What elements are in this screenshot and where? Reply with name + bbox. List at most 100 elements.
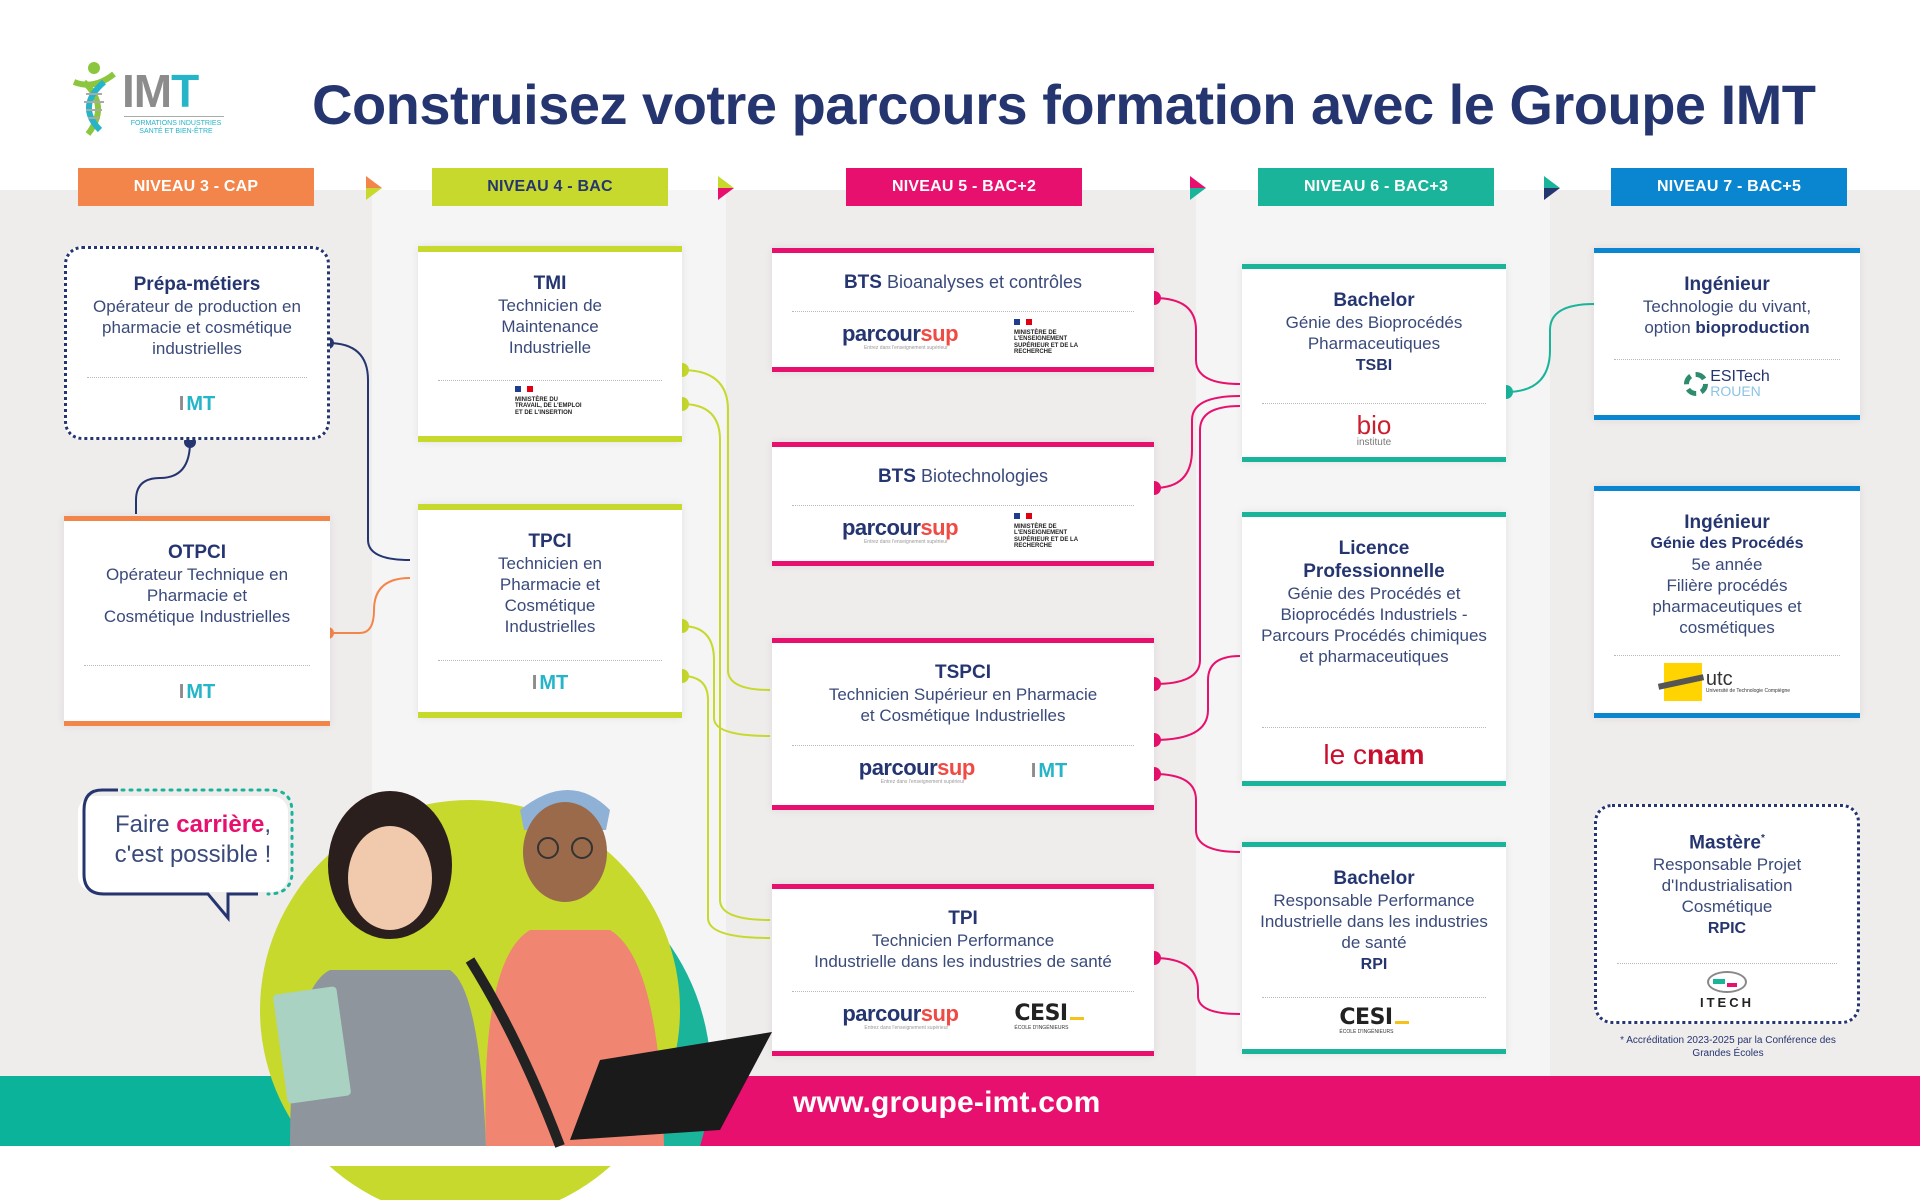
- level-header-6: NIVEAU 6 - BAC+3: [1258, 168, 1494, 206]
- card-divider: [792, 745, 1134, 746]
- card-title: TPI: [948, 908, 978, 929]
- card-title-line: BTS Biotechnologies: [877, 466, 1049, 487]
- card-title: TPCI: [528, 531, 572, 552]
- card-description: Opérateur Technique en Pharmacie et Cosm…: [103, 565, 291, 626]
- card-description: Filière procédés pharmaceutiques et cosm…: [1652, 576, 1802, 637]
- card-description: Responsable Projet d'Industrialisation C…: [1652, 855, 1802, 917]
- accreditation-footnote: * Accréditation 2023-2025 par la Confére…: [1620, 1035, 1836, 1059]
- chevron-right-icon: [718, 176, 734, 200]
- card-tpi[interactable]: TPI Technicien Performance Industrielle …: [772, 884, 1154, 1056]
- card-divider: [84, 665, 310, 666]
- card-divider: [438, 660, 662, 661]
- card-bachelor-rpi[interactable]: Bachelor Responsable Performance Industr…: [1242, 842, 1506, 1054]
- card-title: Bachelor: [1333, 868, 1415, 889]
- ministere-esr-logo: MINISTÈRE DE L'ENSEIGNEMENT SUPÉRIEUR ET…: [1014, 513, 1084, 550]
- card-code: RPI: [1360, 956, 1388, 973]
- card-title: Bachelor: [1333, 290, 1415, 311]
- level-header-7: NIVEAU 7 - BAC+5: [1611, 168, 1847, 206]
- card-description: Industrielle dans les industries de sant…: [814, 952, 1112, 971]
- card-year: 5e année: [1691, 555, 1763, 574]
- card-divider: [438, 380, 662, 381]
- card-description: et Cosmétique Industrielles: [860, 706, 1066, 725]
- card-tspci[interactable]: TSPCI Technicien Supérieur en Pharmacie …: [772, 638, 1154, 810]
- card-title: OTPCI: [167, 542, 227, 563]
- speech-bubble: Faire carrière, c'est possible !: [78, 786, 300, 923]
- card-description: Technicien Supérieur en Pharmacie: [828, 685, 1098, 704]
- card-licence-pro[interactable]: Licence Professionnelle Génie des Procéd…: [1242, 512, 1506, 786]
- card-divider: [1614, 359, 1840, 360]
- bubble-text: Faire carrière, c'est possible !: [114, 811, 272, 868]
- card-tmi[interactable]: TMI Technicien de Maintenance Industriel…: [418, 246, 682, 442]
- card-title: Ingénieur: [1684, 512, 1770, 533]
- chevron-right-icon: [366, 176, 382, 200]
- website-link[interactable]: www.groupe-imt.com: [793, 1086, 1101, 1119]
- card-divider: [792, 505, 1134, 506]
- footer-band-pink: [700, 1076, 1920, 1146]
- itech-logo: ITECH: [1700, 971, 1754, 1010]
- card-mastere-rpic[interactable]: Mastère* Responsable Projet d'Industrial…: [1594, 804, 1860, 1024]
- card-title: Licence Professionnelle: [1303, 538, 1445, 582]
- card-divider: [1614, 655, 1840, 656]
- chevron-right-icon: [1190, 176, 1206, 200]
- card-prepa-metiers[interactable]: Prépa-métiers Opérateur de production en…: [64, 246, 330, 440]
- card-description: Technologie du vivant,: [1642, 297, 1812, 316]
- card-description: Technicien en Pharmacie et Cosmétique In…: [498, 554, 602, 636]
- level-header-4: NIVEAU 4 - BAC: [432, 168, 668, 206]
- card-description: Opérateur de production en pharmacie et …: [93, 297, 301, 358]
- level-header-3: NIVEAU 3 - CAP: [78, 168, 314, 206]
- card-divider: [87, 377, 307, 378]
- chevron-right-icon: [1544, 176, 1560, 200]
- card-description: option bioproduction: [1644, 318, 1810, 337]
- card-divider: [1262, 403, 1486, 404]
- card-otpci[interactable]: OTPCI Opérateur Technique en Pharmacie e…: [64, 516, 330, 726]
- card-code: TSBI: [1355, 357, 1393, 374]
- card-title-line: BTS Bioanalyses et contrôles: [843, 272, 1083, 293]
- page-title: Construisez votre parcours formation ave…: [312, 73, 1816, 136]
- card-title: Ingénieur: [1684, 274, 1770, 295]
- card-description: Technicien de Maintenance Industrielle: [498, 296, 602, 357]
- card-ingenieur-esitech[interactable]: Ingénieur Technologie du vivant, option …: [1594, 248, 1860, 420]
- card-description: Génie des Bioprocédés Pharmaceutiques: [1285, 313, 1463, 353]
- card-divider: [1262, 727, 1486, 728]
- card-divider: [1617, 963, 1837, 964]
- logo-divider: [124, 116, 224, 117]
- card-tpci[interactable]: TPCI Technicien en Pharmacie et Cosmétiq…: [418, 504, 682, 718]
- card-title: TSPCI: [935, 662, 991, 683]
- card-title: Prépa-métiers: [133, 274, 261, 295]
- card-divider: [1262, 997, 1486, 998]
- card-title: Mastère*: [1689, 832, 1765, 854]
- card-subtitle: Génie des Procédés: [1650, 535, 1804, 552]
- speech-bubble-icon: [78, 788, 294, 923]
- ministere-travail-logo: MINISTÈRE DU TRAVAIL, DE L'EMPLOI ET DE …: [515, 386, 585, 416]
- card-description: Technicien Performance: [871, 931, 1055, 950]
- card-divider: [792, 991, 1134, 992]
- card-description: Génie des Procédés et Bioprocédés Indust…: [1261, 584, 1487, 666]
- logo-tagline: FORMATIONS INDUSTRIES SANTÉ ET BIEN-ÊTRE: [130, 120, 222, 135]
- card-description: Responsable Performance Industrielle dan…: [1260, 891, 1488, 952]
- card-divider: [792, 311, 1134, 312]
- le-cnam-logo: le cnam: [1323, 739, 1425, 770]
- logo-wordmark: IMT: [122, 65, 199, 117]
- gear-icon: [1684, 372, 1709, 396]
- card-bachelor-tsbi[interactable]: Bachelor Génie des Bioprocédés Pharmaceu…: [1242, 264, 1506, 462]
- imt-logo[interactable]: IMT FORMATIONS INDUSTRIES SANTÉ ET BIEN-…: [70, 60, 230, 140]
- card-code: RPIC: [1707, 920, 1747, 938]
- card-ingenieur-utc[interactable]: Ingénieur Génie des Procédés 5e année Fi…: [1594, 486, 1860, 718]
